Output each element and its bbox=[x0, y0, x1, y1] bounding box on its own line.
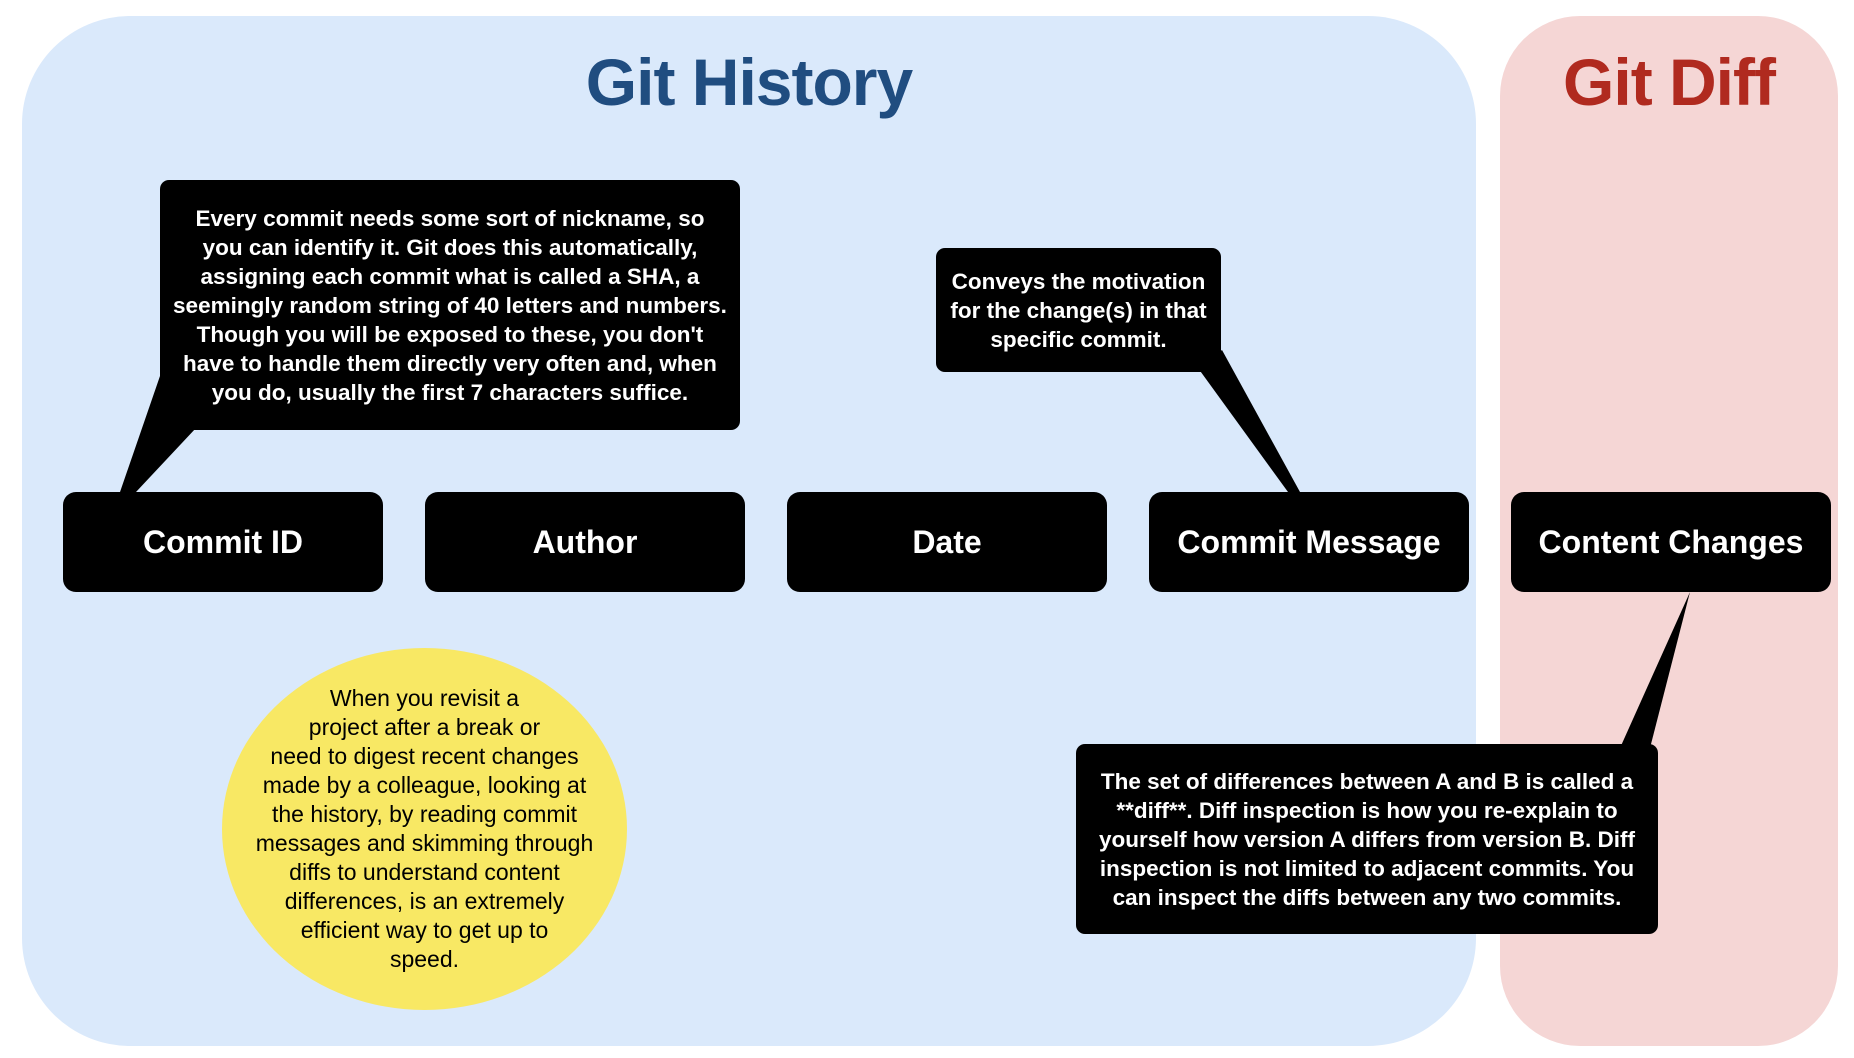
history-note-line: project after a break or bbox=[308, 714, 541, 740]
commit-message-callout-line: for the change(s) in that bbox=[950, 297, 1207, 323]
sha-callout-line: Though you will be exposed to these, you… bbox=[196, 321, 704, 347]
history-note-line: efficient way to get up to bbox=[300, 917, 549, 943]
field-commit-id: Commit ID bbox=[63, 492, 383, 592]
commit-message-callout-text: Conveys the motivation for the change(s)… bbox=[950, 267, 1206, 354]
diff-callout-text: The set of differences between A and B i… bbox=[1099, 767, 1635, 912]
history-note-line: When you revisit a bbox=[329, 685, 520, 711]
history-note-line: messages and skimming through bbox=[255, 830, 594, 856]
field-date: Date bbox=[787, 492, 1107, 592]
history-note-line: the history, by reading commit bbox=[271, 801, 578, 827]
commit-message-callout-line: specific commit. bbox=[990, 326, 1167, 352]
field-author-label: Author bbox=[532, 523, 638, 560]
sha-callout-line: seemingly random string of 40 letters an… bbox=[173, 292, 727, 318]
diff-callout-line: **diff**. Diff inspection is how you re-… bbox=[1116, 797, 1618, 823]
history-note-line: need to digest recent changes bbox=[270, 743, 579, 769]
history-note-line: differences, is an extremely bbox=[284, 888, 565, 914]
sha-callout-line: have to handle them directly very often … bbox=[183, 350, 717, 376]
field-content-changes-label: Content Changes bbox=[1538, 523, 1804, 560]
git-diff-title: Git Diff bbox=[1563, 45, 1776, 119]
history-note-line: diffs to understand content bbox=[289, 859, 560, 885]
commit-message-callout: Conveys the motivation for the change(s)… bbox=[936, 248, 1221, 372]
diff-callout-line: inspection is not limited to adjacent co… bbox=[1099, 855, 1635, 881]
diff-callout-line: The set of differences between A and B i… bbox=[1100, 768, 1634, 794]
sha-callout-line: you can identify it. Git does this autom… bbox=[202, 234, 698, 260]
sha-callout-text: Every commit needs some sort of nickname… bbox=[173, 204, 727, 407]
message-callout-pointer bbox=[1198, 350, 1300, 492]
sha-callout: Every commit needs some sort of nickname… bbox=[160, 180, 740, 430]
diff-callout-line: yourself how version A differs from vers… bbox=[1099, 826, 1635, 852]
diff-callout: The set of differences between A and B i… bbox=[1076, 744, 1658, 934]
field-content-changes: Content Changes bbox=[1511, 492, 1831, 592]
history-note-bubble: When you revisit a project after a break… bbox=[222, 648, 627, 1010]
git-history-title: Git History bbox=[585, 45, 913, 119]
field-author: Author bbox=[425, 492, 745, 592]
sha-callout-line: you do, usually the first 7 characters s… bbox=[211, 379, 689, 405]
diff-callout-line: can inspect the diffs between any two co… bbox=[1112, 884, 1622, 910]
commit-message-callout-line: Conveys the motivation bbox=[951, 268, 1206, 294]
history-note-line: speed. bbox=[389, 946, 460, 972]
sha-callout-line: Every commit needs some sort of nickname… bbox=[195, 205, 705, 231]
field-date-label: Date bbox=[912, 523, 982, 560]
sha-callout-line: assigning each commit what is called a S… bbox=[200, 263, 700, 289]
field-commit-message: Commit Message bbox=[1149, 492, 1469, 592]
history-note-line: made by a colleague, looking at bbox=[262, 772, 587, 798]
diff-callout-pointer bbox=[1620, 592, 1690, 748]
field-commit-message-label: Commit Message bbox=[1177, 523, 1441, 560]
field-commit-id-label: Commit ID bbox=[143, 523, 303, 560]
